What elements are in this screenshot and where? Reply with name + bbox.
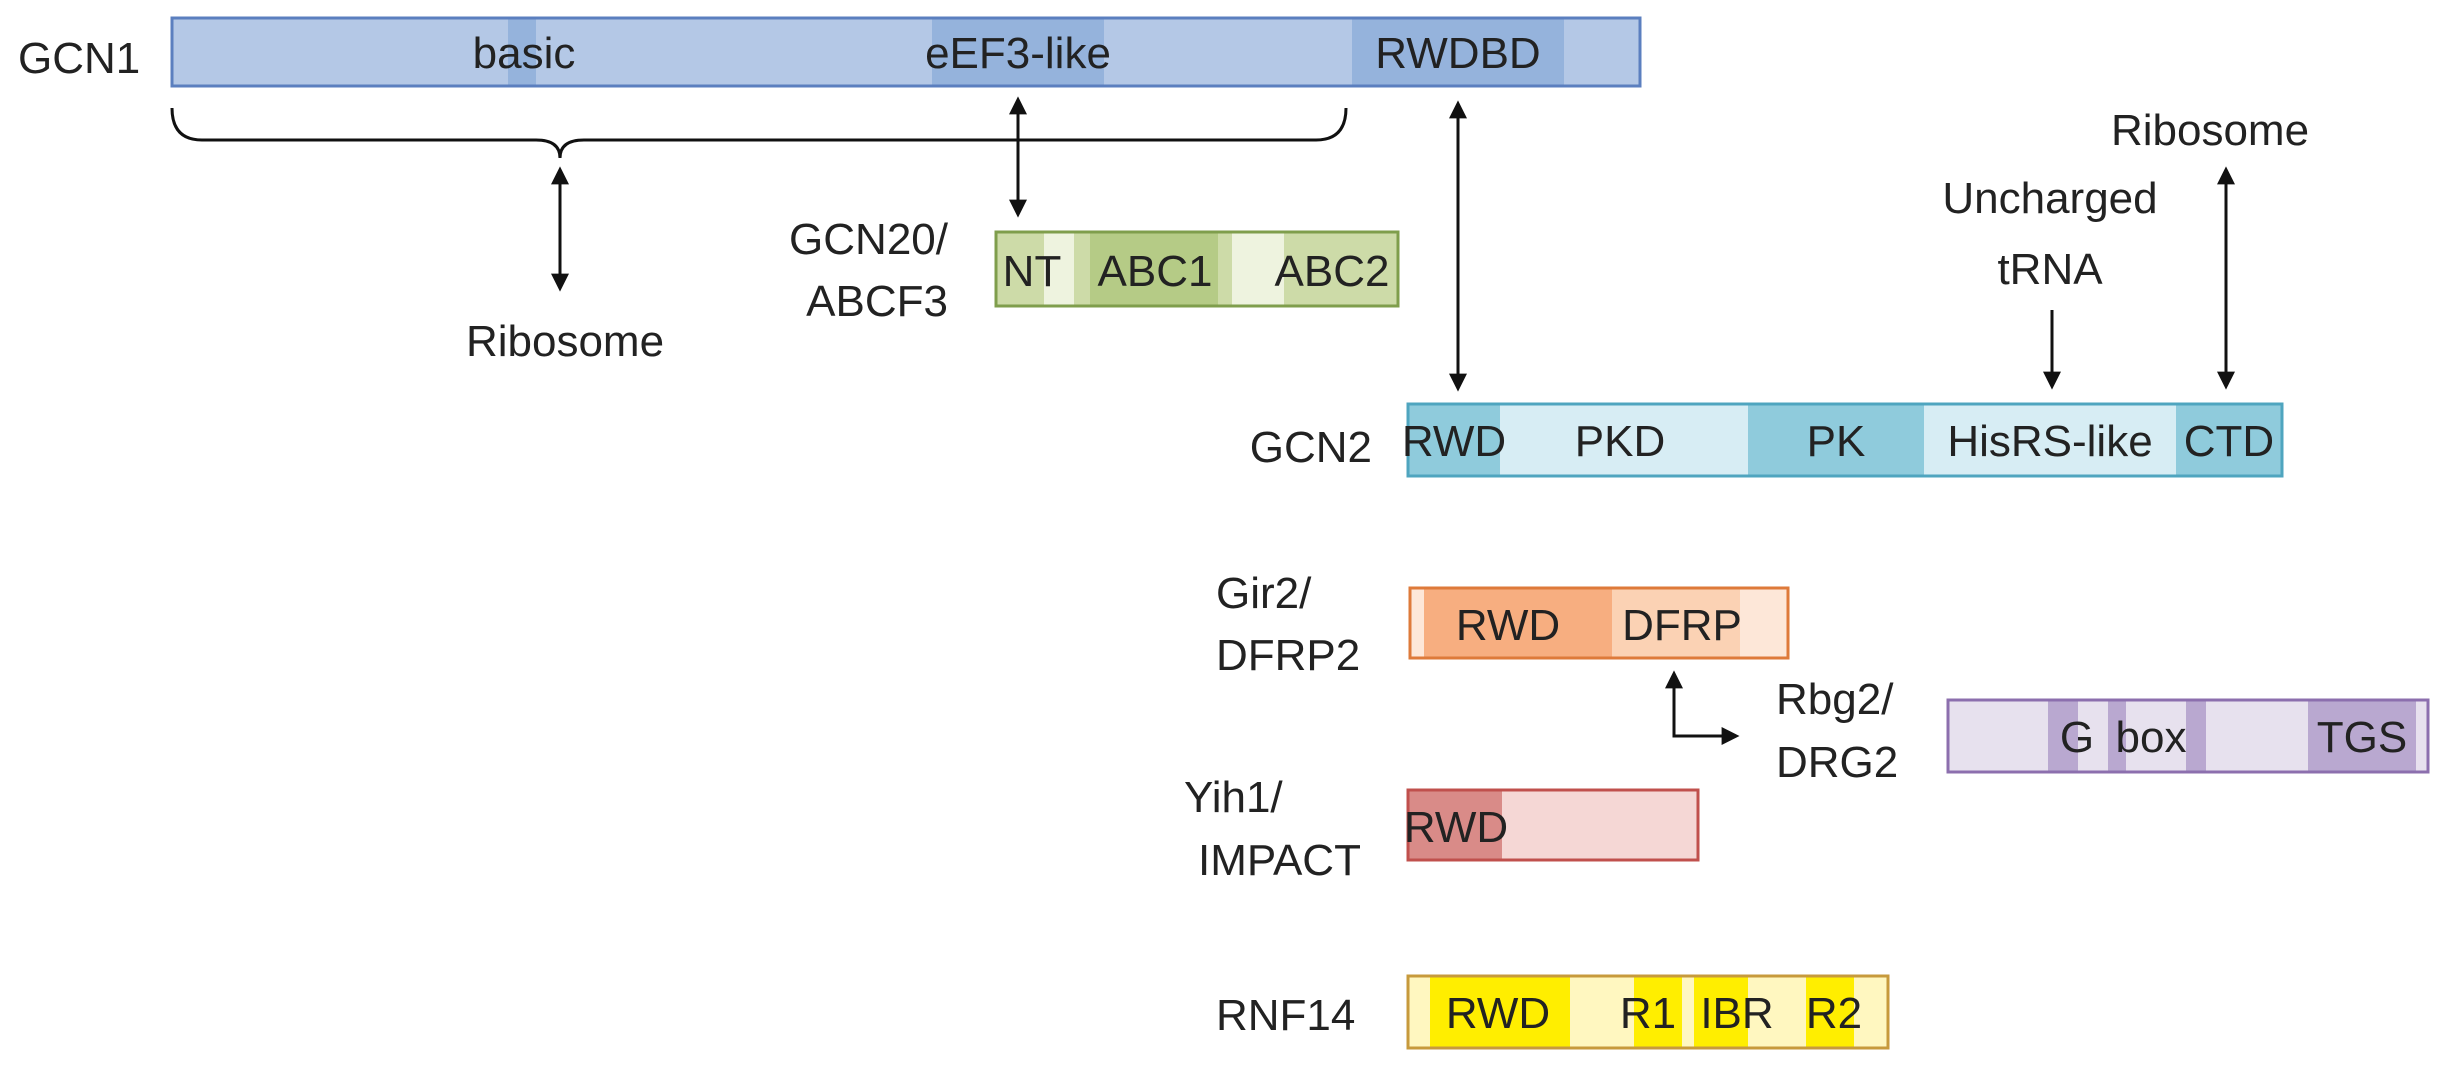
- rnf14-rwd-label: RWD: [1446, 989, 1550, 1038]
- gcn1-rwdbd-domain: [1352, 18, 1564, 86]
- rnf14-ibr-domain: [1694, 976, 1748, 1048]
- rnf14-label: RNF14: [1216, 991, 1355, 1040]
- uncharged-label-line1: Uncharged: [1942, 174, 2157, 223]
- yih1-bar-border: [1406, 788, 1700, 862]
- gcn1-protein: GCN1 basic eEF3-like RWDBD: [18, 16, 1642, 88]
- gcn1-ribosome-brace: [170, 107, 1348, 159]
- gcn2-ctd-label: CTD: [2184, 417, 2274, 466]
- gcn2-rwd-domain: [1408, 404, 1500, 476]
- gcn2-ctd-domain: [2176, 404, 2282, 476]
- gir2-label-line1: Gir2/: [1216, 569, 1312, 618]
- gcn20-label-line1: GCN20/: [789, 215, 949, 264]
- ribosome-top-label: Ribosome: [2111, 106, 2309, 155]
- uncharged-label-line2: tRNA: [1997, 245, 2103, 294]
- gcn20-pale-1: [1044, 232, 1074, 306]
- gcn2-pk-label: PK: [1807, 417, 1866, 466]
- gcn2-bar-border: [1406, 402, 2284, 478]
- gir2-bar-border: [1408, 586, 1790, 660]
- rnf14-r1-label: R1: [1620, 989, 1676, 1038]
- gcn20-abc2-label: ABC2: [1275, 247, 1390, 296]
- gir2-dfrp-label: DFRP: [1622, 601, 1742, 650]
- gcn1-eef3-domain: [932, 18, 1104, 86]
- rnf14-ibr-label: IBR: [1700, 989, 1773, 1038]
- gcn1-basic-stripe: [508, 18, 536, 86]
- rbg2-tgs-label: TGS: [2317, 713, 2407, 762]
- gir2-protein: Gir2/ DFRP2 RWD DFRP: [1216, 569, 1790, 680]
- rbg2-gbox-stripe-1: [2048, 700, 2078, 772]
- gcn20-label-line2: ABCF3: [806, 277, 948, 326]
- gir2-pale-end: [1740, 588, 1788, 658]
- yih1-rwd-label: RWD: [1404, 803, 1508, 852]
- gcn1-label: GCN1: [18, 34, 140, 83]
- rnf14-r2-domain: [1806, 976, 1854, 1048]
- gcn2-rwd-label: RWD: [1402, 417, 1506, 466]
- yih1-protein: Yih1/ IMPACT RWD: [1184, 773, 1700, 885]
- gcn20-abc1-domain: [1090, 232, 1218, 306]
- gir2-rwd-label: RWD: [1456, 601, 1560, 650]
- gir2-rbg2-arrow: [1665, 670, 1740, 745]
- gcn20-pale-2: [1232, 232, 1284, 306]
- yih1-rwd-domain: [1408, 790, 1502, 860]
- gcn1-basic-label: basic: [473, 29, 576, 78]
- rbg2-tgs-domain: [2308, 700, 2416, 772]
- rbg2-g-label: G: [2060, 713, 2094, 762]
- rbg2-bar-border: [1946, 698, 2430, 774]
- gir2-pale-start: [1410, 588, 1424, 658]
- gcn20-abc1-label: ABC1: [1098, 247, 1213, 296]
- gcn1-rwdbd-label: RWDBD: [1375, 29, 1540, 78]
- gir2-label-line2: DFRP2: [1216, 631, 1360, 680]
- rnf14-r2-label: R2: [1806, 989, 1862, 1038]
- rbg2-protein: Rbg2/ DRG2 G box TGS: [1776, 675, 2430, 787]
- gcn2-label: GCN2: [1250, 423, 1372, 472]
- gcn1-eef3-label: eEF3-like: [925, 29, 1111, 78]
- gcn2-pk-domain: [1748, 404, 1924, 476]
- rbg2-gbox-stripe-2: [2108, 700, 2126, 772]
- gcn1-bar-border: [170, 16, 1642, 88]
- rbg2-box-label: box: [2116, 713, 2187, 762]
- rnf14-protein: RNF14 RWD R1 IBR R2: [1216, 974, 1890, 1050]
- gcn20-bar-border: [994, 230, 1400, 308]
- ribosome-bottom-label: Ribosome: [466, 317, 664, 366]
- gcn2-protein: GCN2 RWD PKD PK HisRS-like CTD: [1250, 402, 2284, 478]
- rnf14-rwd-domain: [1430, 976, 1570, 1048]
- gcn2-pkd-label: PKD: [1575, 417, 1665, 466]
- rbg2-gbox-stripe-3: [2186, 700, 2206, 772]
- yih1-label-line1: Yih1/: [1184, 773, 1283, 822]
- rnf14-r1-domain: [1634, 976, 1682, 1048]
- rbg2-label-line1: Rbg2/: [1776, 675, 1894, 724]
- gcn2-hisrs-label: HisRS-like: [1947, 417, 2152, 466]
- gir2-rwd-domain: [1424, 588, 1612, 658]
- yih1-label-line2: IMPACT: [1198, 836, 1361, 885]
- rnf14-bar-border: [1406, 974, 1890, 1050]
- gcn20-nt-label: NT: [1003, 247, 1062, 296]
- rbg2-label-line2: DRG2: [1776, 738, 1898, 787]
- gcn20-protein: GCN20/ ABCF3 NT ABC1 ABC2: [789, 215, 1400, 326]
